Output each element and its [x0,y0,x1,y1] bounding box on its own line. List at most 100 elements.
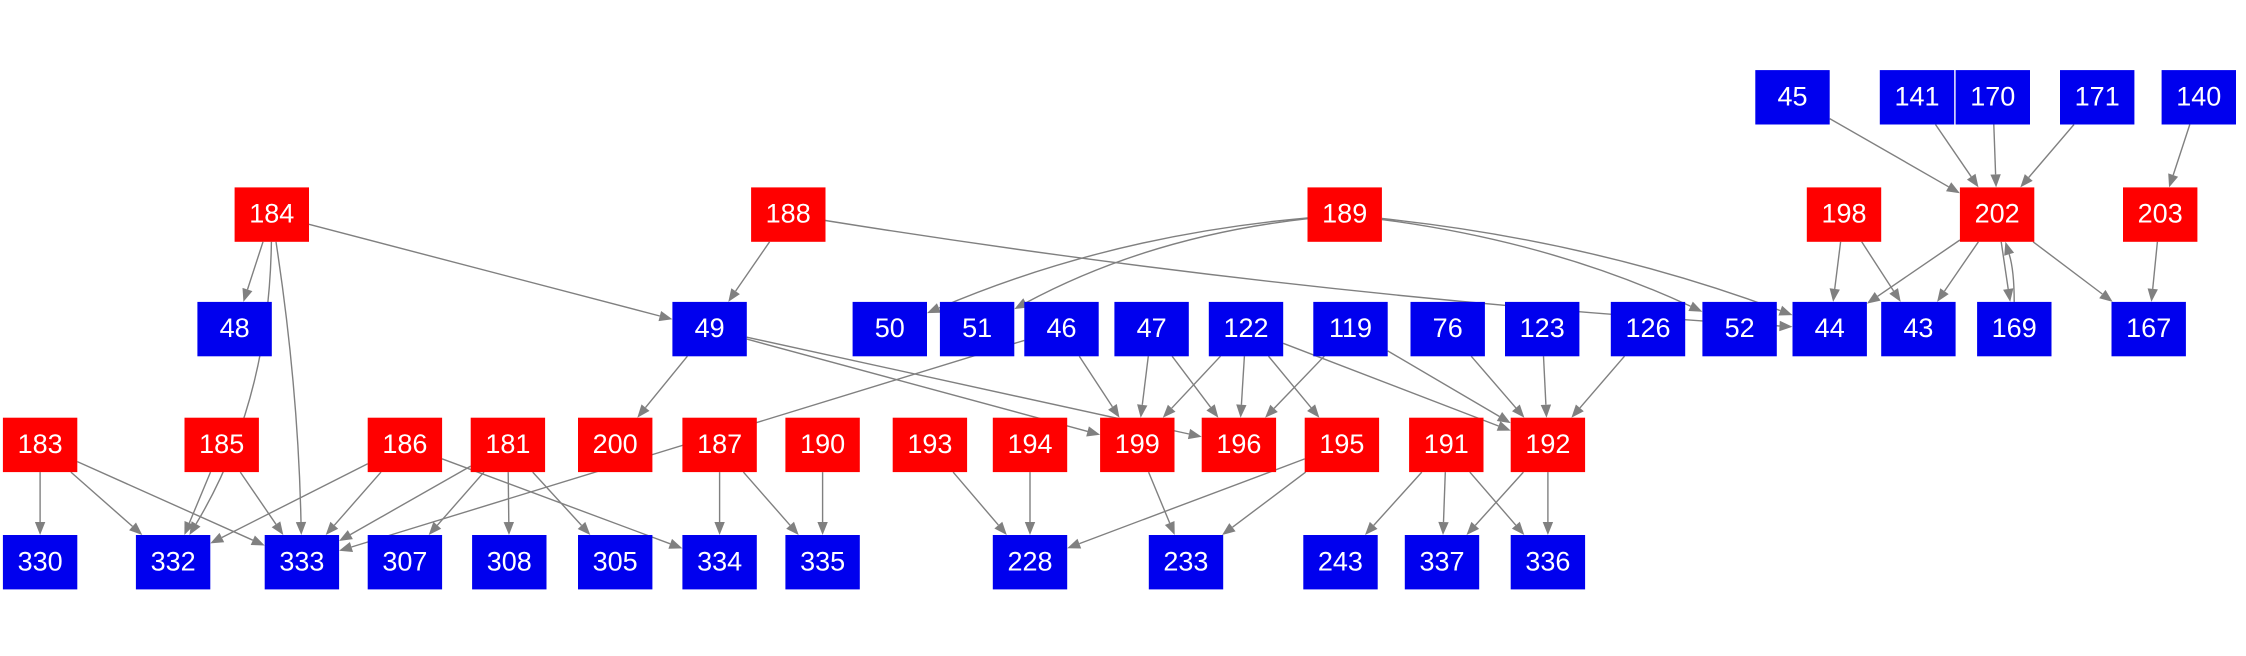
node-box[interactable] [1881,301,1956,357]
node-box[interactable] [1792,301,1867,357]
graph-node-184[interactable]: 184 [234,187,309,242]
graph-node-126[interactable]: 126 [1610,301,1686,357]
graph-node-333[interactable]: 333 [264,535,340,590]
node-box[interactable] [939,301,1015,357]
node-box[interactable] [1303,535,1378,590]
node-box[interactable] [1806,187,1882,242]
node-box[interactable] [1510,417,1586,473]
graph-node-170[interactable]: 170 [1955,70,2030,125]
graph-node-119[interactable]: 119 [1313,301,1388,357]
graph-node-195[interactable]: 195 [1304,417,1380,473]
graph-node-194[interactable]: 194 [992,417,1068,473]
graph-node-243[interactable]: 243 [1303,535,1378,590]
node-box[interactable] [1404,535,1480,590]
node-box[interactable] [367,417,443,473]
node-box[interactable] [2060,70,2135,125]
node-box[interactable] [1610,301,1686,357]
graph-node-198[interactable]: 198 [1806,187,1882,242]
graph-node-189[interactable]: 189 [1307,187,1382,242]
node-box[interactable] [1510,535,1586,590]
graph-node-43[interactable]: 43 [1881,301,1956,357]
node-box[interactable] [682,417,757,473]
graph-node-48[interactable]: 48 [197,301,272,357]
graph-node-47[interactable]: 47 [1114,301,1189,357]
node-box[interactable] [1755,70,1830,125]
graph-node-50[interactable]: 50 [852,301,927,357]
node-box[interactable] [1702,301,1777,357]
node-box[interactable] [1114,301,1189,357]
graph-node-52[interactable]: 52 [1702,301,1777,357]
graph-node-308[interactable]: 308 [472,535,547,590]
node-box[interactable] [472,535,547,590]
node-box[interactable] [1201,417,1277,473]
node-box[interactable] [751,187,826,242]
node-box[interactable] [234,187,309,242]
graph-node-190[interactable]: 190 [785,417,860,473]
node-box[interactable] [1409,417,1484,473]
graph-node-44[interactable]: 44 [1792,301,1867,357]
node-box[interactable] [470,417,546,473]
graph-node-185[interactable]: 185 [184,417,259,473]
node-box[interactable] [264,535,340,590]
graph-node-233[interactable]: 233 [1148,535,1224,590]
node-box[interactable] [1955,70,2030,125]
graph-node-181[interactable]: 181 [470,417,546,473]
graph-node-186[interactable]: 186 [367,417,443,473]
node-box[interactable] [367,535,443,590]
node-box[interactable] [184,417,259,473]
graph-node-192[interactable]: 192 [1510,417,1586,473]
graph-node-169[interactable]: 169 [1977,301,2052,357]
graph-node-76[interactable]: 76 [1410,301,1485,357]
graph-node-228[interactable]: 228 [992,535,1068,590]
graph-node-332[interactable]: 332 [135,535,211,590]
graph-node-140[interactable]: 140 [2161,70,2236,125]
node-box[interactable] [992,417,1068,473]
graph-node-196[interactable]: 196 [1201,417,1277,473]
graph-node-187[interactable]: 187 [682,417,757,473]
node-box[interactable] [852,301,927,357]
graph-node-188[interactable]: 188 [751,187,826,242]
graph-node-334[interactable]: 334 [682,535,757,590]
node-box[interactable] [578,417,653,473]
graph-node-45[interactable]: 45 [1755,70,1830,125]
graph-node-122[interactable]: 122 [1208,301,1284,357]
node-box[interactable] [1307,187,1382,242]
node-box[interactable] [2111,301,2186,357]
node-box[interactable] [1024,301,1099,357]
node-box[interactable] [1879,70,1955,125]
graph-node-335[interactable]: 335 [785,535,860,590]
node-box[interactable] [578,535,653,590]
node-box[interactable] [135,535,211,590]
graph-node-123[interactable]: 123 [1505,301,1580,357]
node-box[interactable] [892,417,968,473]
node-box[interactable] [1304,417,1380,473]
node-box[interactable] [992,535,1068,590]
graph-node-46[interactable]: 46 [1024,301,1099,357]
node-box[interactable] [2,535,78,590]
graph-node-330[interactable]: 330 [2,535,78,590]
graph-node-171[interactable]: 171 [2060,70,2135,125]
graph-node-141[interactable]: 141 [1879,70,1955,125]
node-box[interactable] [785,417,860,473]
graph-node-202[interactable]: 202 [1959,187,2035,242]
node-box[interactable] [1208,301,1284,357]
graph-node-193[interactable]: 193 [892,417,968,473]
node-box[interactable] [1959,187,2035,242]
node-box[interactable] [672,301,747,357]
graph-node-199[interactable]: 199 [1100,417,1175,473]
node-box[interactable] [1410,301,1485,357]
graph-node-305[interactable]: 305 [578,535,653,590]
node-box[interactable] [2,417,78,473]
node-box[interactable] [682,535,757,590]
graph-node-307[interactable]: 307 [367,535,443,590]
graph-node-200[interactable]: 200 [578,417,653,473]
graph-node-49[interactable]: 49 [672,301,747,357]
graph-node-337[interactable]: 337 [1404,535,1480,590]
node-box[interactable] [1977,301,2052,357]
node-box[interactable] [1148,535,1224,590]
node-box[interactable] [1100,417,1175,473]
node-box[interactable] [197,301,272,357]
graph-node-336[interactable]: 336 [1510,535,1586,590]
graph-node-51[interactable]: 51 [939,301,1015,357]
